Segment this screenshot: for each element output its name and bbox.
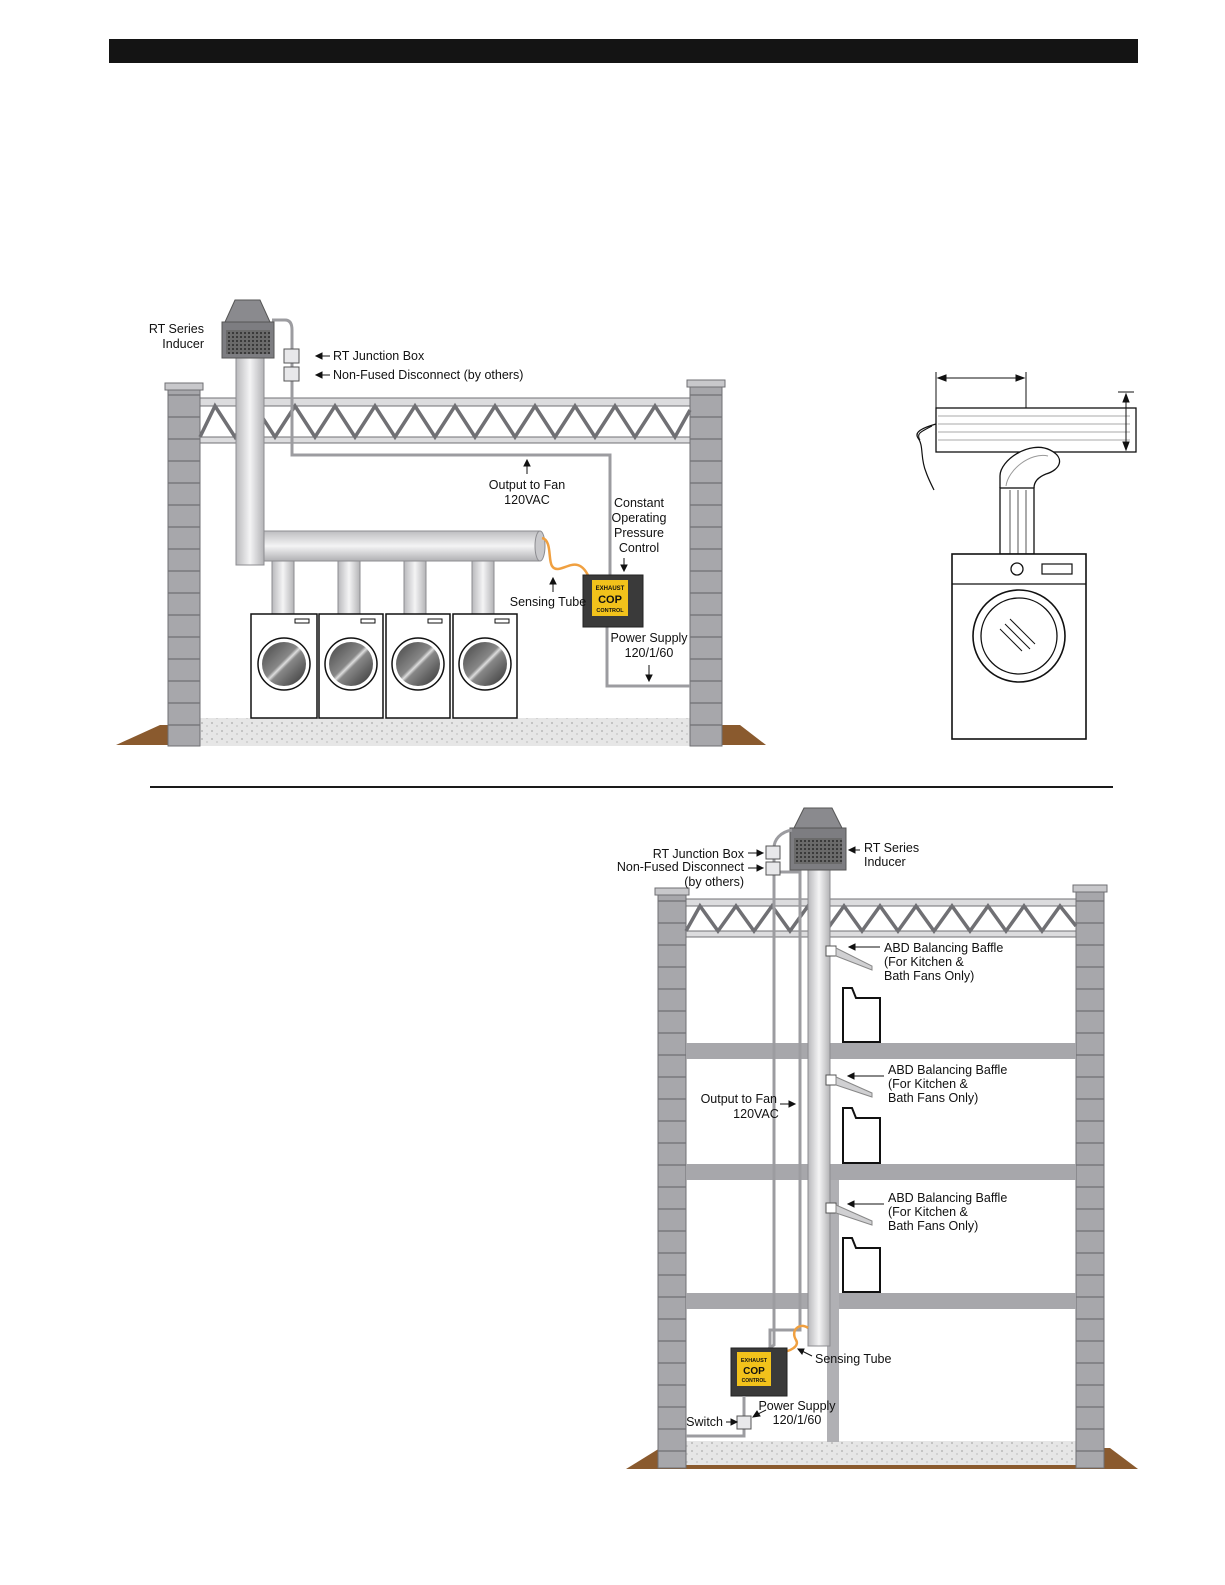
- cop-control-unit: EXHAUST COP CONTROL: [730, 1347, 788, 1397]
- label-output-2: 120VAC: [504, 493, 550, 507]
- power-line: [605, 627, 690, 688]
- label-control-3: Pressure: [614, 526, 664, 540]
- badge-line3: CONTROL: [596, 608, 624, 614]
- junction-box: [283, 348, 300, 364]
- badge-line1: EXHAUST: [741, 1358, 768, 1364]
- label-output-1: Output to Fan: [489, 478, 565, 492]
- gravel-floor: [686, 1441, 1078, 1465]
- roof-truss: [684, 898, 1078, 938]
- sensing-tube: [779, 1324, 809, 1354]
- conduit-output: [768, 870, 802, 1350]
- label-baffle-2-line1: ABD Balancing Baffle: [888, 1063, 1007, 1077]
- dryer-vent-pipe: [999, 487, 1035, 555]
- dryer: [318, 613, 384, 719]
- label-baffle-3-line1: ABD Balancing Baffle: [888, 1191, 1007, 1205]
- label-control-2: Operating: [612, 511, 667, 525]
- riser-duct: [807, 867, 831, 1347]
- gravel-floor: [198, 718, 692, 746]
- exhaust-duct-section: [935, 407, 1137, 453]
- label-junction-box: RT Junction Box: [333, 349, 425, 363]
- masonry-wall-right: [1075, 890, 1105, 1469]
- vertical-stack-duct: [235, 354, 265, 566]
- label-inducer-2: Inducer: [162, 337, 204, 351]
- floor-slab: [686, 1043, 1076, 1059]
- leader-arrows: [726, 846, 884, 1426]
- leader-arrows: [314, 352, 653, 683]
- balancing-baffle: [825, 1202, 881, 1293]
- label-power-supply-2: 120/1/60: [625, 646, 674, 660]
- badge-line2: COP: [743, 1366, 765, 1377]
- figure-multistory-exhaust: EXHAUST COP CONTROL: [617, 807, 1138, 1469]
- badge-line1: EXHAUST: [596, 586, 625, 592]
- cop-control-unit: EXHAUST COP CONTROL: [582, 574, 644, 628]
- dryer: [250, 613, 318, 719]
- floor-slab: [686, 1293, 1076, 1309]
- label-control-4: Control: [619, 541, 659, 555]
- masonry-wall-right: [689, 385, 723, 747]
- label-baffle-3-line3: Bath Fans Only): [888, 1219, 978, 1233]
- figure-dryer-detail: [916, 372, 1137, 740]
- label-disconnect: Non-Fused Disconnect (by others): [333, 368, 523, 382]
- header-bar: [109, 39, 1138, 63]
- label-baffle-1-line1: ABD Balancing Baffle: [884, 941, 1003, 955]
- label-output-2: 120VAC: [733, 1107, 779, 1121]
- masonry-wall-left: [657, 893, 687, 1469]
- switch-box: [736, 1415, 752, 1430]
- section-divider: [150, 786, 1113, 788]
- rt-inducer-fan: [221, 299, 275, 359]
- label-junction-box: RT Junction Box: [653, 847, 745, 861]
- masonry-wall-left: [167, 388, 201, 747]
- figure-dryer-exhaust: EXHAUST COP CONTROL: [116, 299, 766, 747]
- label-disconnect-2: (by others): [684, 875, 744, 889]
- label-power-supply-1: Power Supply: [610, 631, 688, 645]
- balancing-baffle: [825, 1074, 881, 1164]
- label-baffle-1-line3: Bath Fans Only): [884, 969, 974, 983]
- conduit-inducer: [762, 828, 793, 1368]
- dryer: [452, 613, 518, 719]
- transition-elbow: [999, 446, 1061, 489]
- label-output-1: Output to Fan: [701, 1092, 777, 1106]
- label-baffle-2-line3: Bath Fans Only): [888, 1091, 978, 1105]
- sensing-tube: [541, 536, 592, 581]
- label-inducer-2: Inducer: [864, 855, 906, 869]
- dryer-row: [250, 613, 518, 719]
- dryer: [385, 613, 451, 719]
- label-sensing-tube: Sensing Tube: [510, 595, 586, 609]
- label-baffle-1-line2: (For Kitchen &: [884, 955, 965, 969]
- badge-line3: CONTROL: [742, 1378, 767, 1384]
- balancing-baffle: [825, 945, 881, 1043]
- label-control-1: Constant: [614, 496, 665, 510]
- badge-line2: COP: [598, 594, 622, 606]
- rt-inducer-fan: [789, 807, 847, 871]
- power-line: [686, 1396, 746, 1438]
- label-baffle-2-line2: (For Kitchen &: [888, 1077, 969, 1091]
- junction-box: [765, 845, 781, 860]
- floor-slab: [686, 1164, 1076, 1180]
- roof-truss: [198, 397, 692, 444]
- label-switch: Switch: [686, 1415, 723, 1429]
- horizontal-header-duct: [239, 530, 541, 562]
- dryer-front-view: [951, 553, 1087, 740]
- label-baffle-3-line2: (For Kitchen &: [888, 1205, 969, 1219]
- label-inducer-1: RT Series: [864, 841, 919, 855]
- disconnect-box: [765, 861, 781, 876]
- label-power-supply-2: 120/1/60: [773, 1413, 822, 1427]
- label-inducer-1: RT Series: [149, 322, 204, 336]
- disconnect-box: [283, 366, 300, 382]
- label-power-supply-1: Power Supply: [758, 1399, 836, 1413]
- conduit-inducer: [272, 318, 612, 575]
- label-disconnect-1: Non-Fused Disconnect: [617, 860, 745, 874]
- label-sensing-tube: Sensing Tube: [815, 1352, 891, 1366]
